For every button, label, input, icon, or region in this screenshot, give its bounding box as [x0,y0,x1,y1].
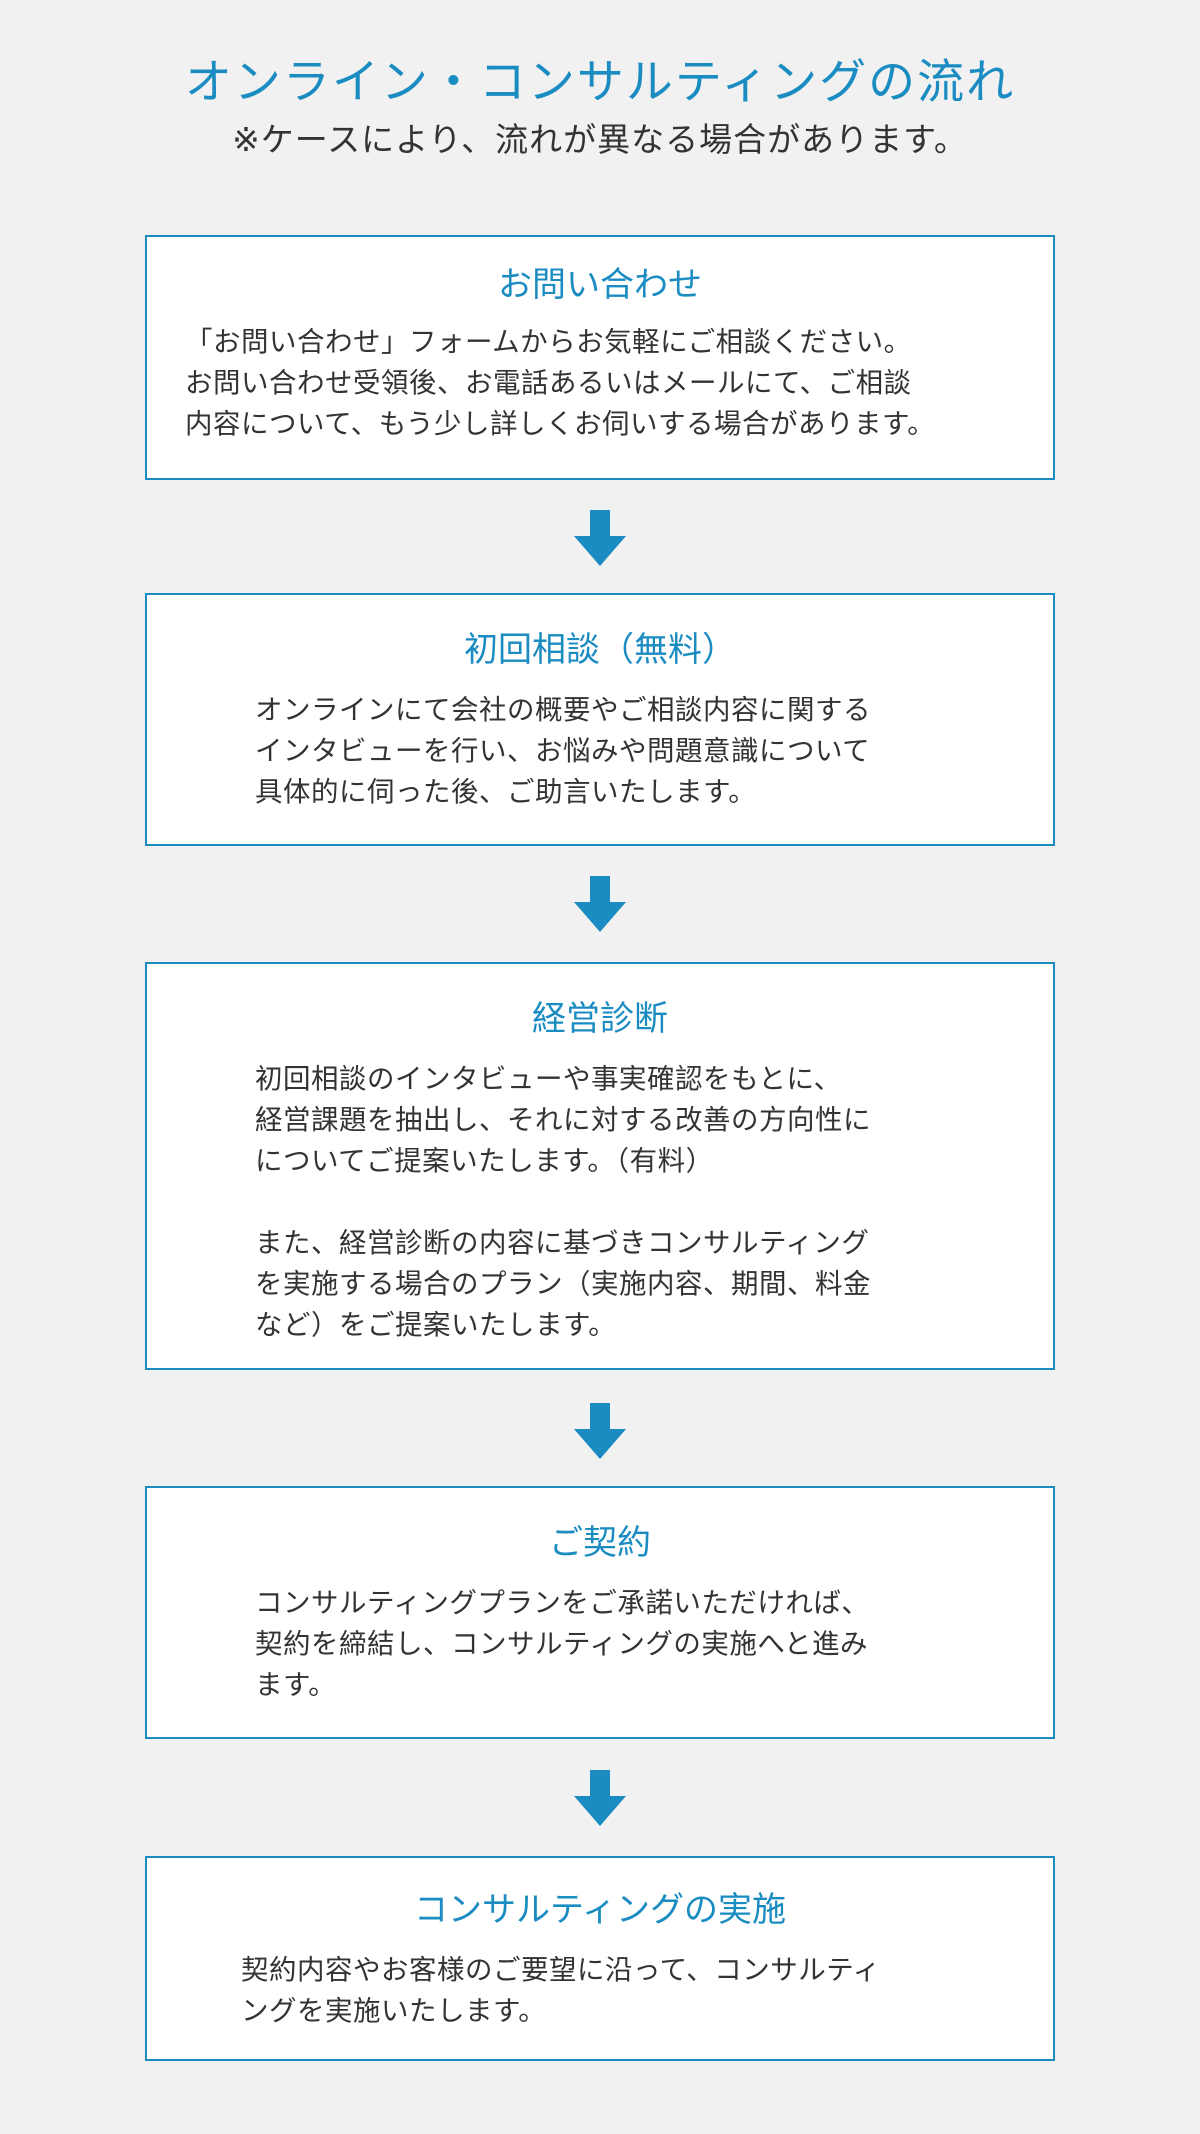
arrow-down-icon [574,876,626,932]
step-title: お問い合わせ [498,265,702,305]
step-title: 初回相談（無料） [464,630,736,670]
header: オンライン・コンサルティングの流れ ※ケースにより、流れが異なる場合があります。 [0,55,1200,162]
step-body: 契約内容やお客様のご要望に沿って、コンサルティ ングを実施いたします。 [241,1954,881,2027]
page-subtitle: ※ケースにより、流れが異なる場合があります。 [232,120,968,160]
step-box-inquiry: お問い合わせ 「お問い合わせ」フォームからお気軽にご相談ください。 お問い合わせ… [145,235,1055,480]
step-title: 経営診断 [532,999,668,1039]
step-box-diagnosis: 経営診断 初回相談のインタビューや事実確認をもとに、 経営課題を抽出し、それに対… [145,962,1055,1370]
step-body: 「お問い合わせ」フォームからお気軽にご相談ください。 お問い合わせ受領後、お電話… [185,326,936,440]
arrow-down-icon [574,510,626,566]
step-box-contract: ご契約 コンサルティングプランをご承諾いただければ、 契約を締結し、コンサルティ… [145,1486,1055,1739]
step-body: 初回相談のインタビューや事実確認をもとに、 経営課題を抽出し、それに対する改善の… [255,1063,871,1341]
step-body: オンラインにて会社の概要やご相談内容に関する インタビューを行い、お悩みや問題意… [255,694,871,808]
step-box-initial-consultation: 初回相談（無料） オンラインにて会社の概要やご相談内容に関する インタビューを行… [145,593,1055,846]
page-title: オンライン・コンサルティングの流れ [184,55,1016,110]
step-title: ご契約 [549,1523,651,1563]
step-box-implementation: コンサルティングの実施 契約内容やお客様のご要望に沿って、コンサルティ ングを実… [145,1856,1055,2061]
step-title: コンサルティングの実施 [414,1890,786,1930]
arrow-down-icon [574,1403,626,1459]
arrow-down-icon [574,1770,626,1826]
step-body: コンサルティングプランをご承諾いただければ、 契約を締結し、コンサルティングの実… [255,1587,870,1701]
